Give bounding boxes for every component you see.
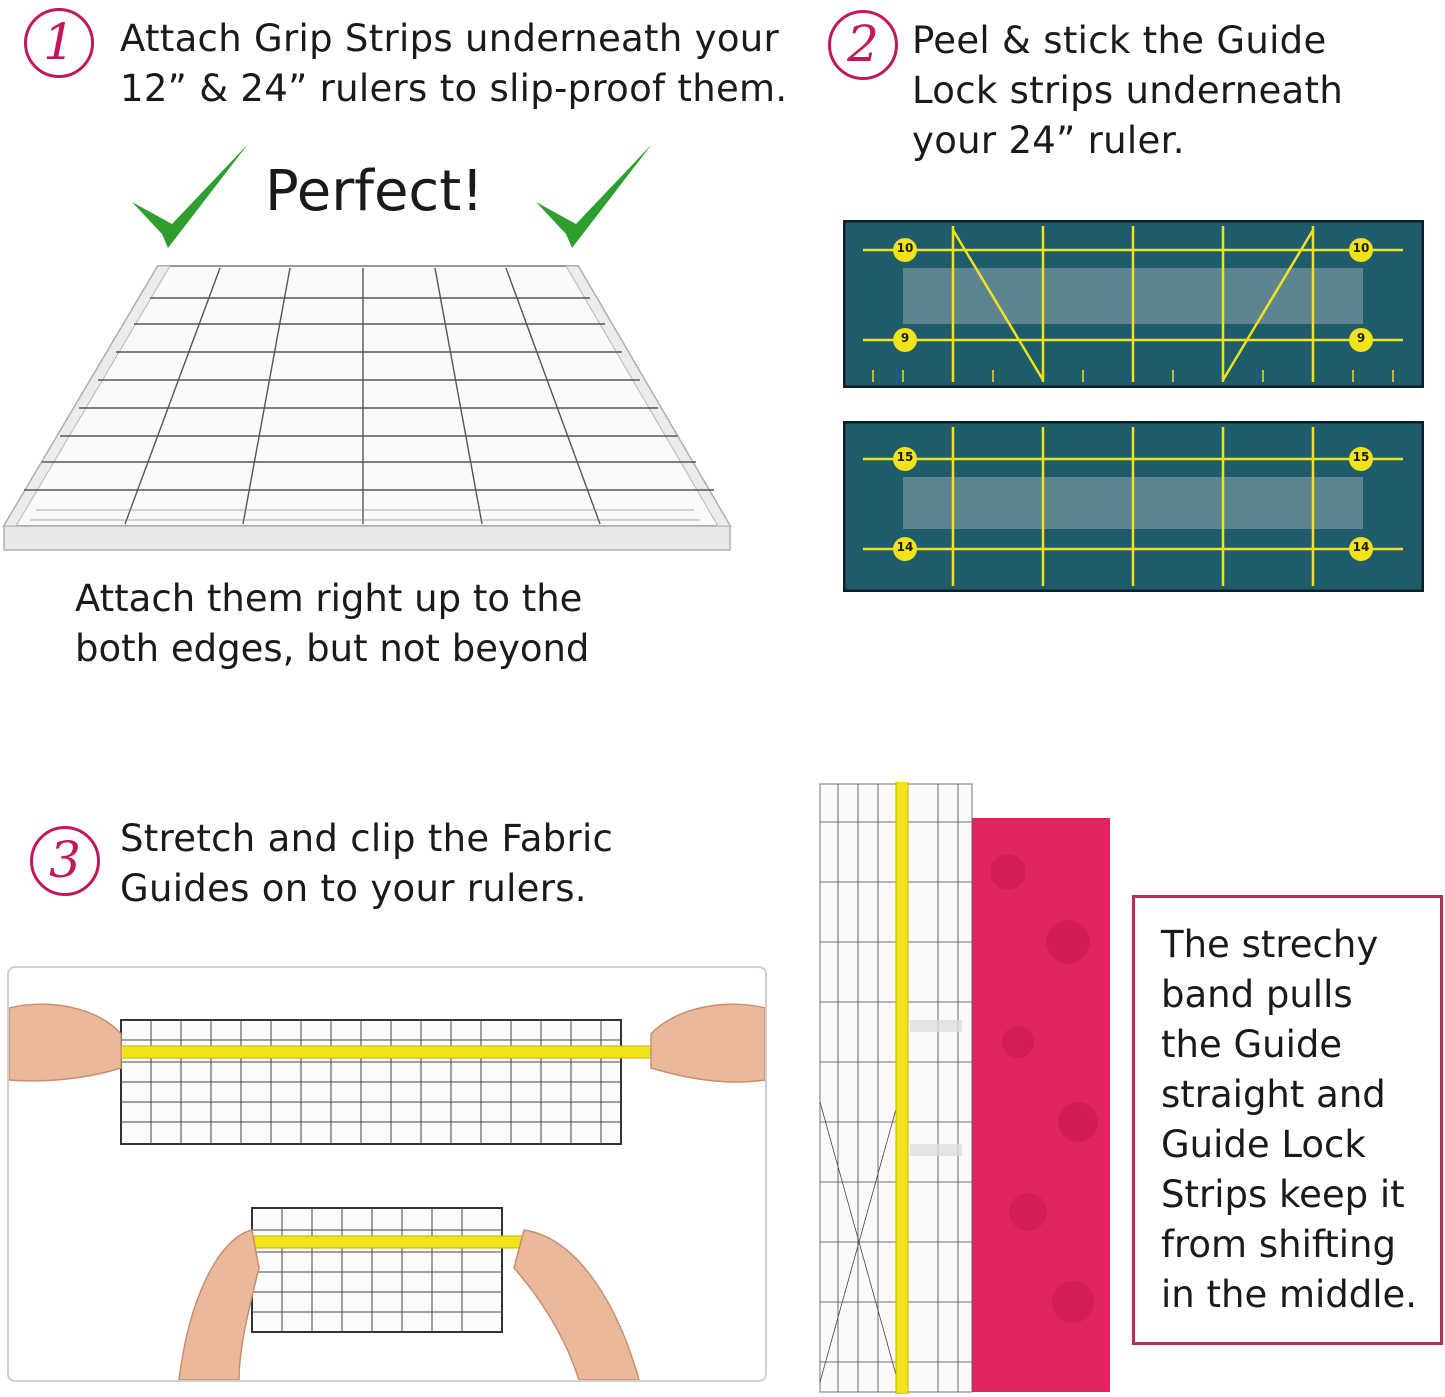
strip-top-label-left-lower: 9 <box>900 331 910 345</box>
step-2-heading-line-3: your 24” ruler. <box>912 119 1185 162</box>
step-3-heading-line-2: Guides on to your rulers. <box>120 867 587 910</box>
step-3-heading: Stretch and clip the Fabric Guides on to… <box>120 814 613 914</box>
note-line-4: straight and <box>1161 1073 1386 1116</box>
step-2-badge: 2 <box>828 10 898 80</box>
note-line-1: The strechy <box>1161 923 1379 966</box>
note-line-5: Guide Lock <box>1161 1123 1366 1166</box>
strip-top-label-right-upper: 10 <box>1352 241 1370 255</box>
step-1-caption: Attach them right up to the both edges, … <box>75 574 589 674</box>
check-icon-left <box>132 144 248 248</box>
step-1-number: 1 <box>43 13 75 71</box>
step-2-number: 2 <box>847 15 879 73</box>
strip-bottom-label-left-upper: 15 <box>896 450 914 464</box>
step-1-heading-line-1: Attach Grip Strips underneath your <box>120 17 780 60</box>
strip-bottom-label-right-lower: 14 <box>1352 540 1370 554</box>
step-1-caption-line-2: both edges, but not beyond <box>75 627 590 670</box>
note-box: The strechy band pulls the Guide straigh… <box>1132 895 1443 1345</box>
perfect-label: Perfect! <box>265 159 484 224</box>
guide-lock-strip-bottom: 15 15 14 14 <box>843 421 1424 592</box>
note-line-8: in the middle. <box>1161 1273 1418 1316</box>
step-3-badge: 3 <box>30 826 100 896</box>
ruler-with-fabric-illustration <box>818 782 1110 1394</box>
strip-bottom-label-right-upper: 15 <box>1352 450 1370 464</box>
step-2-heading-line-2: Lock strips underneath <box>912 69 1344 112</box>
strip-top-label-left-upper: 10 <box>896 241 914 255</box>
note-line-3: the Guide <box>1161 1023 1343 1066</box>
strip-top-label-right-lower: 9 <box>1356 331 1366 345</box>
check-icon-right <box>536 144 652 248</box>
step-1-caption-line-1: Attach them right up to the <box>75 577 583 620</box>
guide-lock-strip-top: 10 10 9 9 <box>843 220 1424 388</box>
ruler-perspective-illustration <box>2 265 732 551</box>
stretch-demo-frame <box>7 966 767 1382</box>
step-1-heading: Attach Grip Strips underneath your 12” &… <box>120 14 787 114</box>
step-2-heading-line-1: Peel & stick the Guide <box>912 19 1327 62</box>
step-1-badge: 1 <box>24 8 94 78</box>
strip-bottom-label-left-lower: 14 <box>896 540 914 554</box>
note-line-7: from shifting <box>1161 1223 1396 1266</box>
step-3-heading-line-1: Stretch and clip the Fabric <box>120 817 614 860</box>
step-2-heading: Peel & stick the Guide Lock strips under… <box>912 16 1343 166</box>
note-line-2: band pulls <box>1161 973 1353 1016</box>
note-line-6: Strips keep it <box>1161 1173 1405 1216</box>
step-3-number: 3 <box>49 831 81 889</box>
step-1-heading-line-2: 12” & 24” rulers to slip-proof them. <box>120 67 788 110</box>
